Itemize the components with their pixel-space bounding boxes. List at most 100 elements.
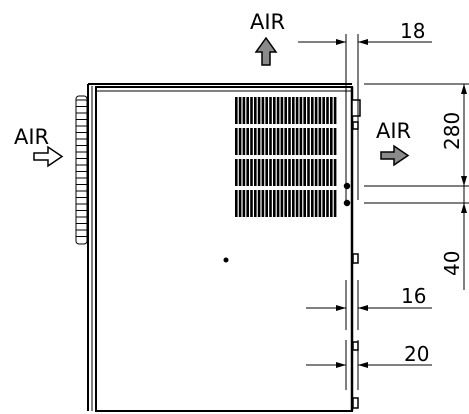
up-arrow-icon [254,36,278,66]
left-coil-fins [75,95,88,245]
air-left-label: AIR [14,125,49,149]
vent-louvre [295,159,299,186]
vent-louvre [235,159,238,186]
vent-louvre [292,190,295,217]
vent-louvre [307,97,310,124]
coil-frame [75,95,88,245]
dim-20-label: 20 [404,342,429,366]
vent-louvre [250,190,253,217]
vent-louvre [261,159,265,186]
vent-louvre [273,128,276,155]
small-tab-2 [352,253,359,264]
vent-louvre [295,128,299,155]
vent-louvre [242,128,246,155]
vent-louvre [269,97,272,124]
vent-louvre [295,190,299,217]
vent-louvre [246,128,249,155]
vent-louvre [288,97,291,124]
right-side-fittings [343,87,361,411]
vent-louvre [318,159,322,186]
vent-louvre [292,159,295,186]
vent-louvre [246,190,249,217]
vent-louvre [276,190,280,217]
vent-louvre [311,190,314,217]
vent-louvre [269,128,272,155]
panel-screw-dot [223,257,229,263]
vent-louvre [246,97,249,124]
vent-louvre [292,128,295,155]
vent-louvre [238,128,242,155]
vent-louvre [261,97,265,124]
vent-louvre [273,97,276,124]
air-top-label: AIR [250,10,285,34]
vent-louvre [276,97,280,124]
vent-louvre [318,97,322,124]
vent-louvre [330,159,333,186]
vent-louvre [326,128,329,155]
air-right-label: AIR [376,119,411,143]
vent-louvre [261,190,265,217]
vent-louvre [333,128,337,155]
vent-louvre [261,128,265,155]
vent-louvre [326,97,329,124]
vent-louvre [303,190,306,217]
dim-16-label: 16 [401,284,426,308]
small-tab-4 [352,397,359,409]
dim-280-label: 280 [440,112,464,150]
vent-louvre [299,190,303,217]
vent-louvre [311,97,314,124]
vent-louvre [254,190,257,217]
small-tab-1 [352,121,359,130]
dim-18-label: 18 [400,19,425,43]
vent-louvre [284,97,287,124]
vent-louvre [242,190,246,217]
vent-louvre [288,190,291,217]
vent-louvre [284,190,287,217]
vent-louvre [265,190,268,217]
vent-louvre [318,190,322,217]
vent-louvre [292,97,295,124]
vent-louvre [257,190,261,217]
vent-louvre [257,97,261,124]
vent-louvre [250,159,253,186]
vent-louvre [333,97,337,124]
vent-louvre [238,159,242,186]
vent-louvre [314,159,318,186]
fitting-dot-1 [343,182,351,190]
vent-louvre [257,159,261,186]
vent-louvre [299,97,303,124]
vent-louvre [314,128,318,155]
vent-louvre [235,190,238,217]
vent-louvre [299,159,303,186]
vent-louvre [280,190,284,217]
top-bracket [351,99,361,117]
vent-louvre [269,190,272,217]
vent-louvre [322,190,325,217]
vent-louvre [307,159,310,186]
vent-louvre [311,159,314,186]
vent-louvre [326,159,329,186]
vent-louvre [326,190,329,217]
vent-louvre [322,159,325,186]
vent-louvre [330,128,333,155]
right-arrow-icon [380,144,410,167]
vent-louvre [333,159,337,186]
vent-louvre [235,97,238,124]
vent-louvre [307,190,310,217]
vent-louvre [276,128,280,155]
right-arrow-icon [33,145,64,168]
vent-louvre [242,97,246,124]
vent-louvre [307,128,310,155]
vent-louvre [246,159,249,186]
vent-louvre [242,159,246,186]
vent-louvre [250,97,253,124]
vent-louvre [330,97,333,124]
vent-louvre [311,128,314,155]
vent-louvre [284,159,287,186]
vent-louvre [280,97,284,124]
vent-louvre [273,159,276,186]
vent-louvre [314,190,318,217]
vent-louvre [284,128,287,155]
dim-40-label: 40 [440,251,464,276]
